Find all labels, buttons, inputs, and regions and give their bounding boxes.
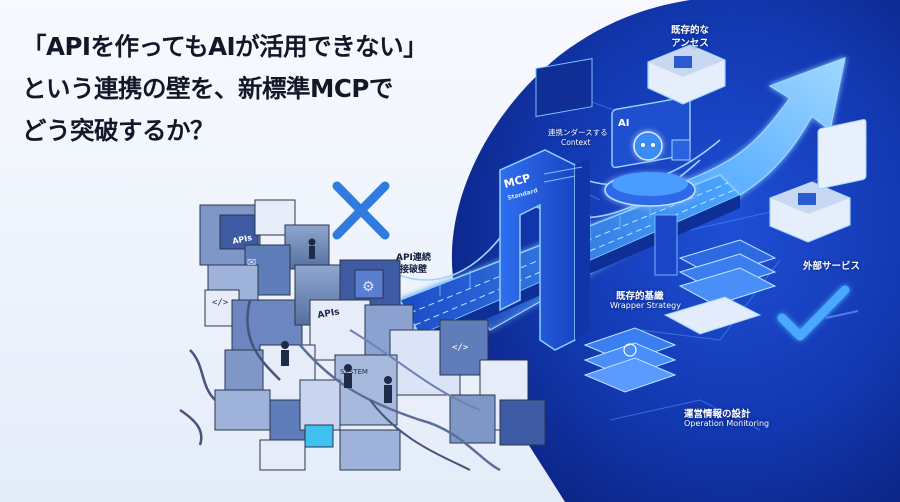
headline-line-1: 「APIを作ってもAIが活用できない」 <box>22 32 428 61</box>
headline: 「APIを作ってもAIが活用できない」 という連携の壁を、新標準MCPで どう突… <box>22 26 522 152</box>
wrapper-label-ja: 既存的基織 <box>616 291 664 302</box>
ops-stack <box>583 327 677 393</box>
apis-label-2: APIs <box>317 307 341 321</box>
apis-label-1: APIs <box>232 233 253 246</box>
ai-platform: AI <box>604 96 696 207</box>
mcp-tower: MCP Standard <box>499 149 590 351</box>
context-label-ja: 連携ンダースする <box>548 128 608 137</box>
chip-icon <box>674 56 692 68</box>
mail-icon: ✉ <box>247 256 256 269</box>
external-services-box <box>769 181 851 243</box>
checkmark-icon <box>777 285 850 341</box>
gear-icon: ⚙ <box>362 279 375 295</box>
wrapper-stack <box>663 239 777 335</box>
ops-label-en: Operation Monitoring <box>684 419 770 428</box>
screen-panel-left <box>535 58 593 183</box>
code-icon: </> <box>212 298 229 308</box>
headline-line-3: どう突破するか？ <box>22 116 215 145</box>
existing-access-box <box>647 44 726 105</box>
code-icon: </> <box>452 343 469 353</box>
worker-figure <box>281 238 392 403</box>
chip-icon <box>798 193 816 205</box>
ops-label-ja: 運営情報の設計 <box>684 409 751 420</box>
external-services-label: 外部サービス <box>803 261 861 272</box>
wrapper-label-en: Wrapper Strategy <box>610 301 681 310</box>
context-label-en: Context <box>561 138 591 147</box>
api-wall: </> </> ⚙ ✉ APIs APIs SYSTEM <box>179 199 546 472</box>
ai-badge: AI <box>618 118 629 129</box>
cross-icon <box>332 181 390 240</box>
system-label: SYSTEM <box>340 368 368 376</box>
glowing-node <box>304 424 334 448</box>
right-panel-card <box>817 118 867 319</box>
existing-access-label: 既存的な アンセス <box>671 25 710 49</box>
api-wall-label: API連続 接破壁 <box>396 253 431 275</box>
headline-line-2: という連携の壁を、新標準MCPで <box>22 74 393 103</box>
